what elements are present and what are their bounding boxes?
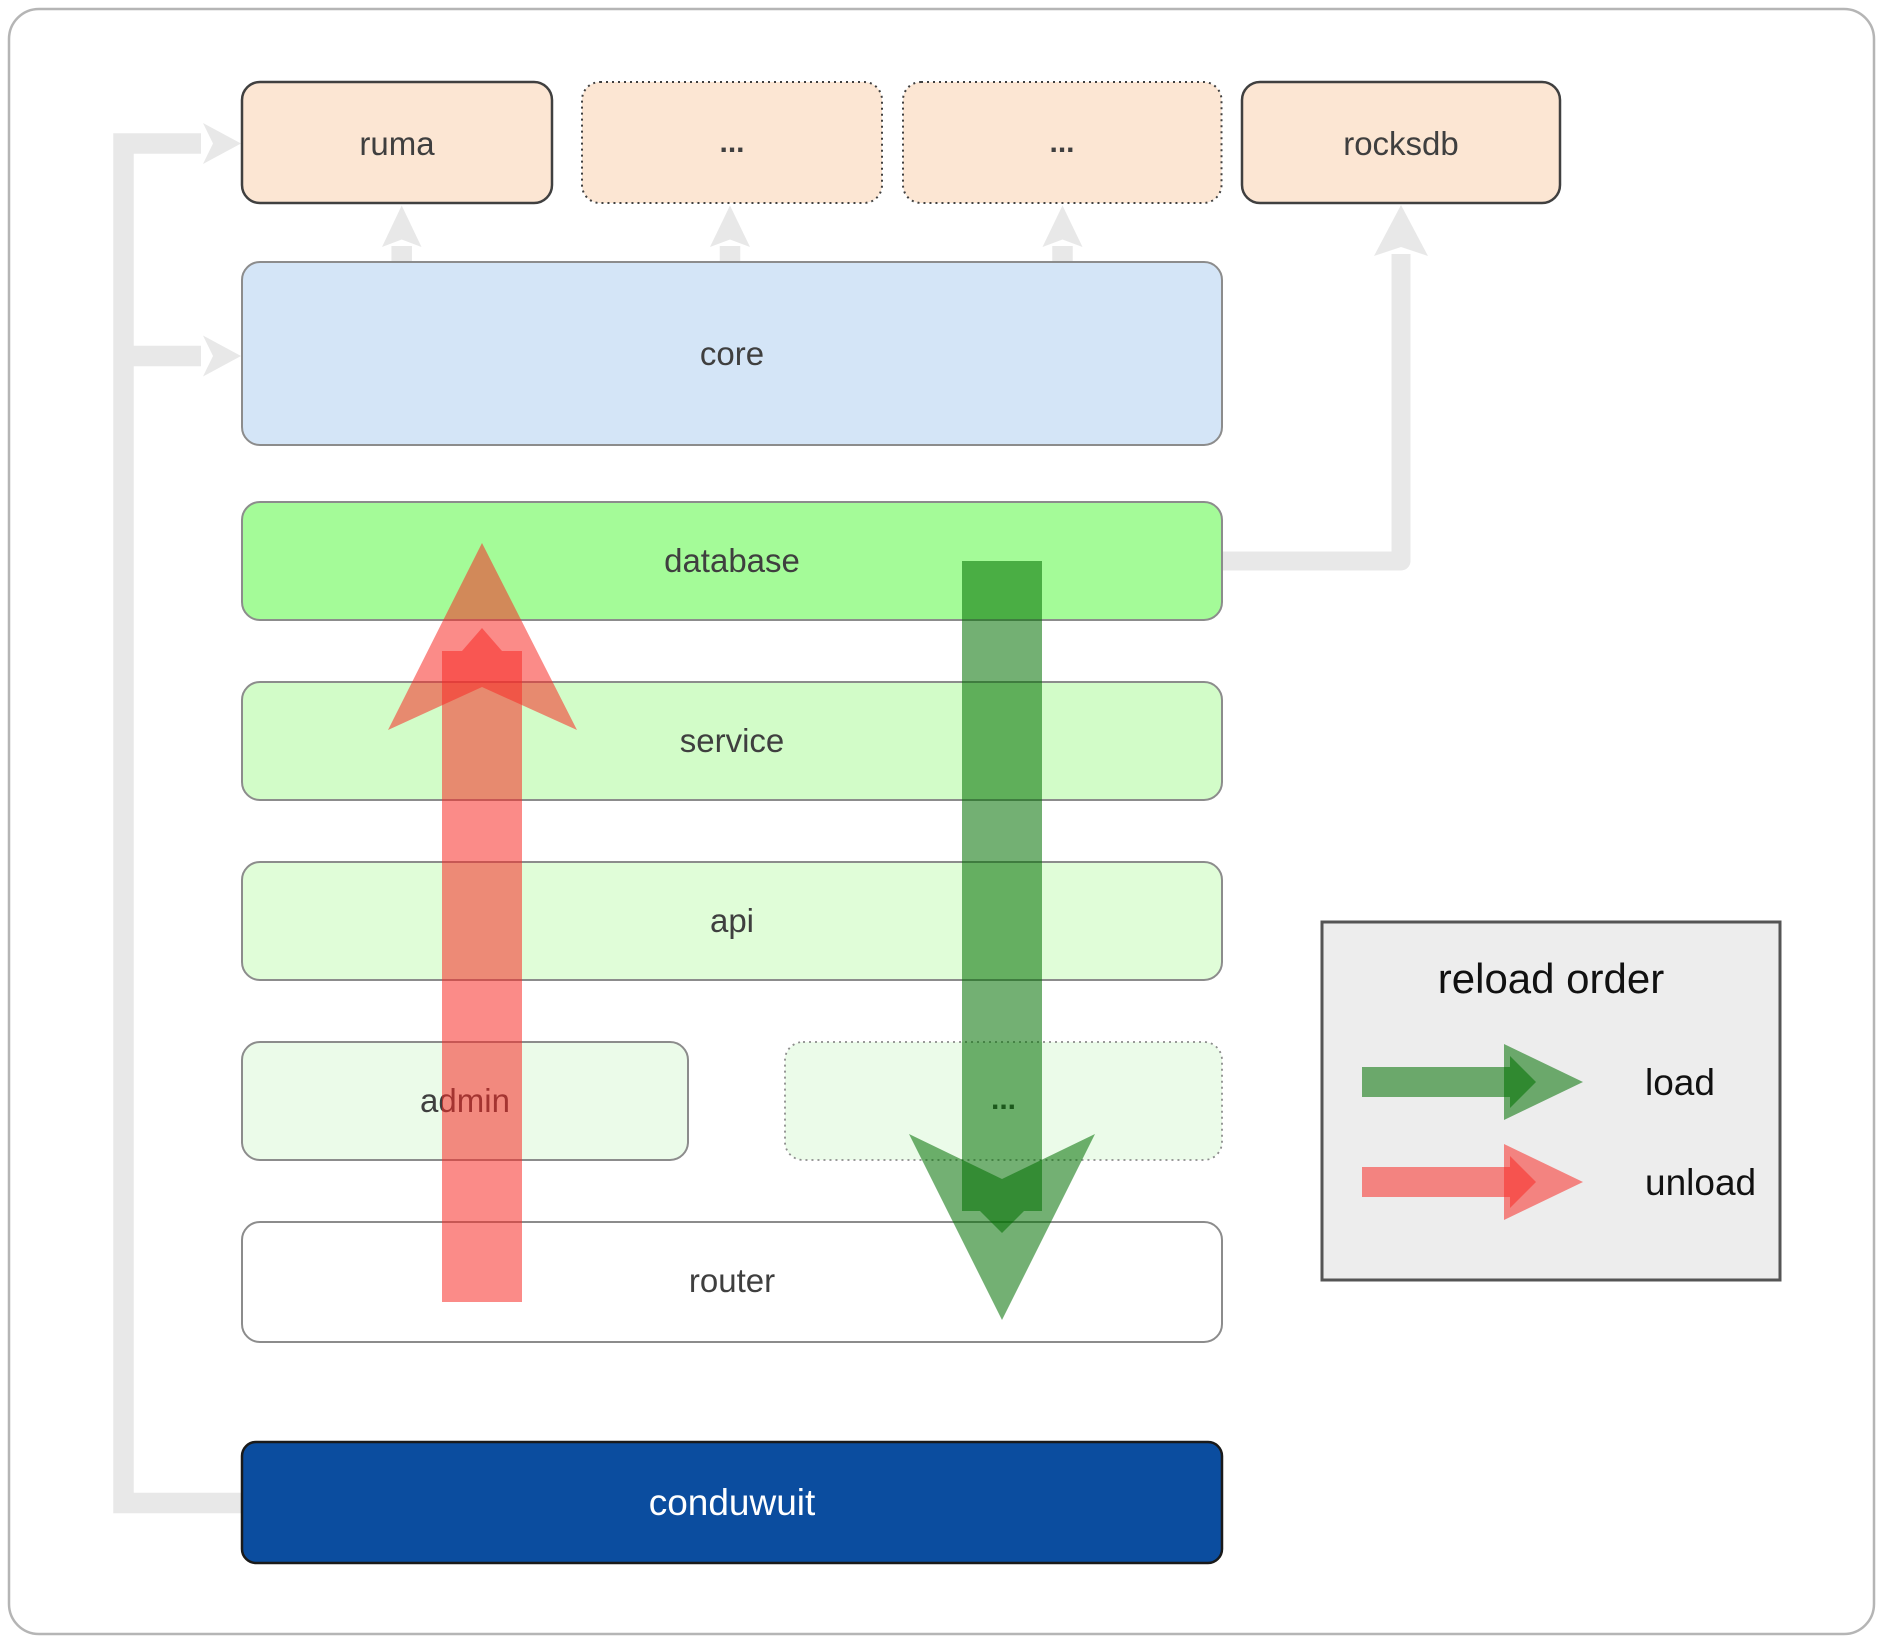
connector-conduwuit-to-ruma — [113, 133, 242, 1514]
unload-arrow-shaft — [442, 628, 522, 1302]
legend-box — [1320, 920, 1782, 1282]
diagram-frame — [7, 7, 1876, 1636]
arrowhead-into-ruma-icon — [203, 123, 241, 164]
node-conduwuit — [240, 1440, 1224, 1565]
legend-unload-arrow-shaft-icon — [1362, 1156, 1536, 1208]
node-rocksdb-label: rocksdb — [1343, 125, 1459, 162]
legend-title: reload order — [1438, 955, 1664, 1002]
node-ellipsis-top-2 — [902, 81, 1223, 204]
legend-unload-arrow-head-icon — [1504, 1144, 1583, 1220]
legend-load-label: load — [1645, 1062, 1715, 1103]
node-ellipsis-top-2-label: ... — [1049, 126, 1074, 159]
node-database-label: database — [664, 542, 800, 579]
load-arrow-shaft — [962, 561, 1042, 1233]
node-ruma — [240, 80, 554, 205]
arrowhead-core-to-ellipsis-1-icon — [710, 205, 750, 247]
arrowhead-core-to-ruma-icon — [382, 205, 422, 247]
node-router-label: router — [689, 1262, 775, 1299]
load-arrow-head-icon — [909, 1134, 1095, 1320]
legend: reload order load unload — [1320, 920, 1782, 1282]
legend-unload-label: unload — [1645, 1162, 1756, 1203]
gray-connectors — [113, 123, 1428, 1514]
node-rocksdb — [1240, 80, 1562, 205]
node-ruma-label: ruma — [359, 125, 435, 162]
node-conduwuit-label: conduwuit — [649, 1482, 816, 1523]
node-api-label: api — [710, 902, 754, 939]
legend-load-arrow-head-icon — [1504, 1044, 1583, 1120]
arrowhead-into-core-icon — [203, 335, 241, 377]
node-core — [241, 261, 1223, 446]
reload-order-arrows — [388, 543, 1095, 1320]
arrowhead-core-to-ellipsis-2-icon — [1042, 205, 1083, 247]
legend-load-arrow-shaft-icon — [1362, 1056, 1536, 1108]
unload-arrow-head-icon — [388, 543, 577, 730]
node-core-label: core — [700, 335, 764, 372]
node-ellipsis-top-1-label: ... — [719, 126, 744, 159]
arrowhead-into-rocksdb-icon — [1374, 205, 1428, 256]
node-ellipsis-top-1 — [581, 81, 883, 204]
node-service-label: service — [680, 722, 785, 759]
connector-database-to-rocksdb — [1222, 254, 1411, 571]
